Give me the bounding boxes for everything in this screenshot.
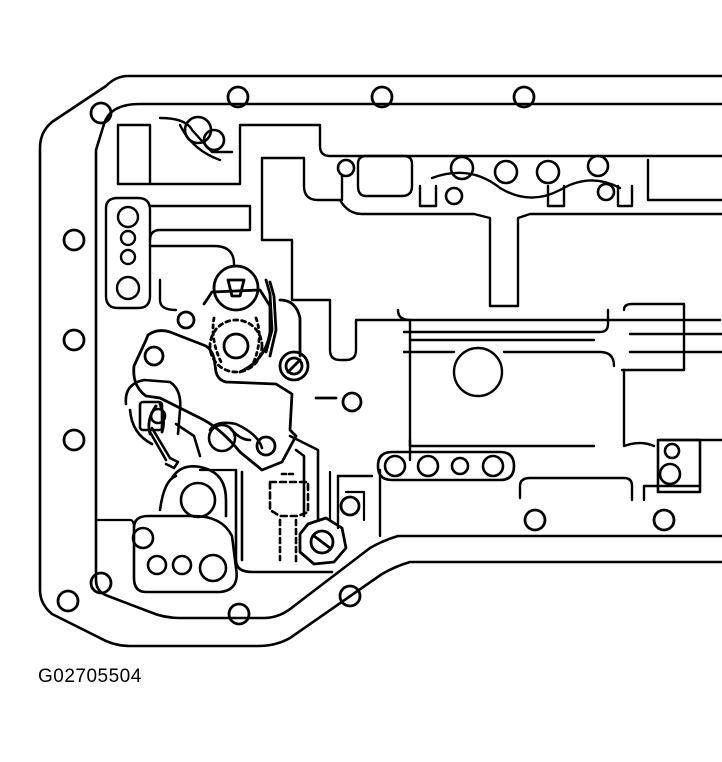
detent-lever-assembly bbox=[134, 266, 361, 470]
left-hole-plate bbox=[106, 198, 250, 310]
gasket-bolt-holes bbox=[58, 87, 674, 624]
upper-valve-holes bbox=[185, 117, 614, 204]
manual-valve-rod bbox=[270, 436, 318, 562]
right-valve-region bbox=[398, 304, 722, 460]
hex-nut-bolt bbox=[300, 497, 359, 564]
detent-roller bbox=[126, 380, 262, 468]
misc-lines bbox=[98, 470, 364, 528]
outer-gasket-outline bbox=[40, 76, 722, 646]
lower-channels bbox=[338, 470, 700, 536]
figure-code: G02705504 bbox=[38, 666, 142, 687]
right-hole-plate bbox=[378, 440, 700, 492]
lower-left-plate bbox=[133, 466, 332, 592]
detent-lever bbox=[134, 331, 296, 470]
upper-channels bbox=[118, 118, 722, 360]
